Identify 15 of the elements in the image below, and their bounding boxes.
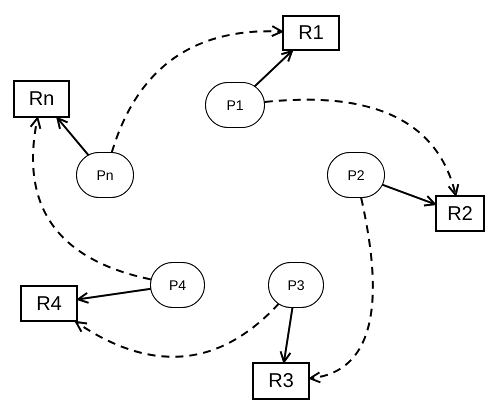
resource-box: R4 (20, 285, 78, 322)
arrow (56, 117, 90, 156)
arrow (77, 288, 151, 304)
resource-box: Rn (13, 80, 70, 118)
dashed-arrow (264, 98, 459, 196)
resource-box: R2 (435, 195, 485, 232)
dashed-arrow (75, 302, 280, 358)
arrow (280, 308, 294, 363)
dashed-arrow (110, 25, 283, 153)
arrow (253, 50, 293, 88)
resource-box: R3 (252, 362, 310, 400)
arrow (382, 184, 436, 206)
resource-box: R1 (282, 15, 340, 51)
dashed-arrow (30, 117, 152, 280)
dashed-arrow (309, 197, 374, 382)
